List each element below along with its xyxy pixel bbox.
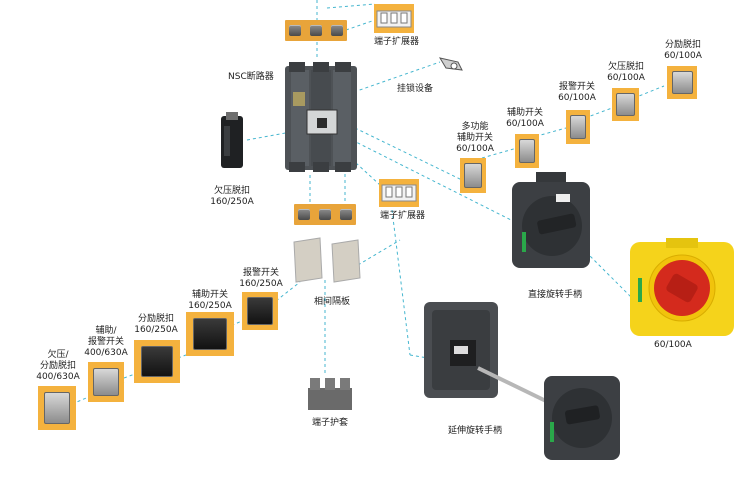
uv-shunt-large-device <box>43 392 71 424</box>
aux-switch-small-label: 辅助开关 60/100A <box>506 108 544 129</box>
shunt-trip-mid-label: 分励脱扣 160/250A <box>134 314 178 335</box>
extended-rotary-handle-label: 延伸旋转手柄 <box>448 426 503 436</box>
terminal-expander-top-image <box>374 4 414 33</box>
aux-switch-mid-label: 辅助开关 160/250A <box>188 290 232 311</box>
aux-switch-mid-image <box>186 312 234 356</box>
terminal-expander-mid-label: 端子扩展器 <box>380 211 426 221</box>
lock-device-image <box>438 57 463 71</box>
multi-aux-switch-label: 多功能 辅助开关 60/100A <box>456 122 494 154</box>
terminal-cube <box>298 209 311 220</box>
emergency-rotary-handle-image <box>630 238 734 336</box>
undervoltage-small-label: 欠压脱扣 60/100A <box>607 62 645 83</box>
multi-aux-switch-device <box>463 162 483 189</box>
terminal-expander-mid-image <box>379 179 419 207</box>
terminal-expander-icon <box>381 184 417 202</box>
nsc-breaker-label: NSC断路器 <box>228 72 274 82</box>
shunt-trip-small-image <box>667 66 697 99</box>
terminal-cube <box>330 25 343 36</box>
terminal-cover-label: 端子护套 <box>312 418 349 428</box>
shunt-trip-small-label: 分励脱扣 60/100A <box>664 40 702 61</box>
undervoltage-small-image <box>612 88 639 121</box>
terminal-block-tile-mid <box>294 204 356 225</box>
shunt-trip-small-device <box>671 70 693 95</box>
shunt-trip-mid-device <box>140 346 174 377</box>
aux-alarm-large-device <box>93 367 119 397</box>
undervoltage-small-device <box>616 92 635 117</box>
nsc-breaker-image <box>285 62 357 172</box>
emergency-rotary-handle-rating: 60/100A <box>654 340 692 350</box>
undervoltage-trip-160-label: 欠压脱扣 160/250A <box>210 186 254 207</box>
uv-shunt-large-label: 欠压/ 分励脱扣 400/630A <box>36 350 80 382</box>
aux-alarm-large-label: 辅助/ 报警开关 400/630A <box>84 326 128 358</box>
undervoltage-trip-160-image <box>221 112 243 168</box>
terminal-cube <box>309 25 322 36</box>
terminal-cube <box>289 25 302 36</box>
uv-shunt-large-image <box>38 386 76 430</box>
shunt-trip-mid-image <box>134 340 180 383</box>
multi-aux-switch-image <box>460 158 486 193</box>
lock-device-label: 挂锁设备 <box>397 84 434 94</box>
alarm-switch-mid-image <box>242 292 278 330</box>
phase-barrier-label: 相间隔板 <box>314 297 351 307</box>
alarm-switch-small-device <box>569 114 587 140</box>
direct-rotary-handle-image <box>512 172 590 268</box>
aux-switch-mid-device <box>193 318 227 350</box>
phase-barrier-image <box>293 237 361 283</box>
terminal-cover-image <box>308 378 352 410</box>
direct-rotary-handle-label: 直接旋转手柄 <box>528 290 583 300</box>
terminal-block-tile-top <box>285 20 347 41</box>
alarm-switch-mid-label: 报警开关 160/250A <box>239 268 283 289</box>
aux-alarm-large-image <box>88 362 124 402</box>
terminal-cube <box>318 209 331 220</box>
aux-switch-small-image <box>515 134 539 168</box>
terminal-expander-top-label: 端子扩展器 <box>374 37 420 47</box>
alarm-switch-small-label: 报警开关 60/100A <box>558 82 596 103</box>
terminal-expander-icon <box>376 10 412 27</box>
alarm-switch-small-image <box>566 110 590 144</box>
aux-switch-small-device <box>518 138 536 164</box>
terminal-cube <box>339 209 352 220</box>
extended-rotary-handle-image <box>424 302 620 460</box>
alarm-switch-mid-device <box>247 297 273 325</box>
